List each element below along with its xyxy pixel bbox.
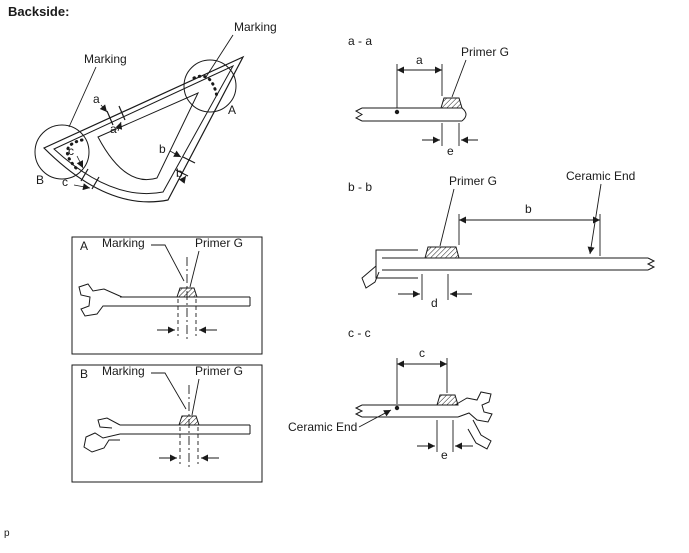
- circle-b-label: B: [36, 173, 45, 187]
- section-cut-marks: [80, 105, 196, 190]
- bb-dim-d-label: d: [431, 296, 438, 310]
- section-bb-title: b - b: [348, 180, 373, 194]
- cc-primer-block: [436, 394, 459, 406]
- cc-clip-hook: [467, 419, 492, 450]
- detail-a-frame: [71, 236, 263, 355]
- cc-clip-profile: [454, 391, 493, 423]
- bb-dim-b-label: b: [525, 202, 532, 216]
- detail-b-marking-leader: [151, 372, 187, 410]
- marking-label-left: Marking: [84, 52, 127, 66]
- marking-top-leader: [205, 34, 234, 78]
- cc-dim-c-label: c: [419, 346, 425, 360]
- bb-channel-profile: [375, 249, 418, 279]
- section-cc-drawing: [354, 358, 493, 452]
- detail-b-clip-profile-upper: [97, 417, 121, 429]
- main-glass-drawing: [34, 34, 245, 203]
- detail-b-marking-label: Marking: [102, 364, 145, 378]
- bb-dim-d: [398, 274, 472, 300]
- aa-dim-a-label: a: [416, 53, 423, 67]
- bb-primer-leader: [439, 188, 455, 247]
- glass-inner-outline: [97, 91, 200, 181]
- aa-dim-e: [422, 123, 478, 146]
- detail-a-primer-label: Primer G: [195, 236, 243, 250]
- glass-outer-outline: [42, 55, 245, 203]
- aa-primer-leader: [451, 59, 467, 98]
- detail-a-drawing: [71, 236, 263, 355]
- cc-ceramic-dot: [394, 405, 400, 411]
- detail-b-primer-leader: [191, 378, 200, 416]
- section-bb-drawing: [361, 183, 656, 300]
- detail-b-letter: B: [80, 367, 89, 381]
- detail-circle-b: [34, 124, 90, 180]
- section-cc-title: c - c: [348, 326, 371, 340]
- bb-channel-hook: [361, 265, 380, 289]
- cc-dim-c: [396, 358, 448, 404]
- detail-b-clip-profile-lower: [83, 432, 121, 453]
- page-title: Backside:: [8, 4, 70, 19]
- cc-dim-e: [417, 420, 473, 452]
- cc-ceramic-leader: [358, 409, 392, 428]
- circle-a-label: A: [228, 103, 237, 117]
- bb-dim-b: [458, 214, 601, 256]
- detail-b-frame: [71, 364, 263, 483]
- bb-ceramic-end-label: Ceramic End: [566, 169, 636, 183]
- aa-primer-label: Primer G: [461, 45, 509, 59]
- marking-label-top: Marking: [234, 20, 277, 34]
- cc-break-symbol: [354, 404, 364, 418]
- section-b-lower-label: b: [176, 166, 183, 180]
- aa-primer-block: [440, 97, 463, 109]
- section-a-lower-label: a: [110, 122, 117, 136]
- section-aa-title: a - a: [348, 34, 373, 48]
- aa-dim-a: [396, 64, 443, 108]
- cc-ceramic-end-label: Ceramic End: [288, 420, 358, 434]
- section-letter-leaders: [73, 104, 187, 191]
- bb-break-symbol: [646, 257, 656, 271]
- aa-break-symbol: [354, 107, 363, 122]
- marking-dots-a: [192, 74, 219, 99]
- section-c-lower-label: c: [62, 175, 68, 189]
- detail-a-primer-leader: [189, 250, 200, 288]
- detail-b-primer-label: Primer G: [195, 364, 243, 378]
- detail-a-marking-label: Marking: [102, 236, 145, 250]
- glass-mid-outline: [53, 64, 235, 195]
- aa-dim-e-label: e: [447, 144, 454, 158]
- detail-b-extension-lines: [179, 427, 199, 464]
- detail-b-drawing: [71, 364, 263, 483]
- detail-a-extension-lines: [177, 299, 197, 336]
- detail-circle-a: [183, 59, 237, 113]
- bb-ceramic-leader: [587, 183, 602, 255]
- aa-ceramic-dot: [394, 109, 400, 115]
- bb-primer-block: [424, 246, 460, 259]
- section-a-upper-label: a: [93, 92, 100, 106]
- detail-a-marking-leader: [151, 244, 185, 282]
- section-c-upper-label: c: [68, 144, 74, 158]
- cc-dim-e-label: e: [441, 448, 448, 462]
- page-footer: p: [4, 528, 10, 539]
- marking-left-leader: [68, 66, 97, 128]
- marking-dots-b: [65, 138, 84, 170]
- bb-primer-label: Primer G: [449, 174, 497, 188]
- section-b-upper-label: b: [159, 142, 166, 156]
- section-aa-drawing: [354, 59, 478, 146]
- detail-a-clip-profile: [78, 283, 123, 317]
- detail-a-letter: A: [80, 239, 89, 253]
- aa-glass-end-cap: [461, 107, 467, 122]
